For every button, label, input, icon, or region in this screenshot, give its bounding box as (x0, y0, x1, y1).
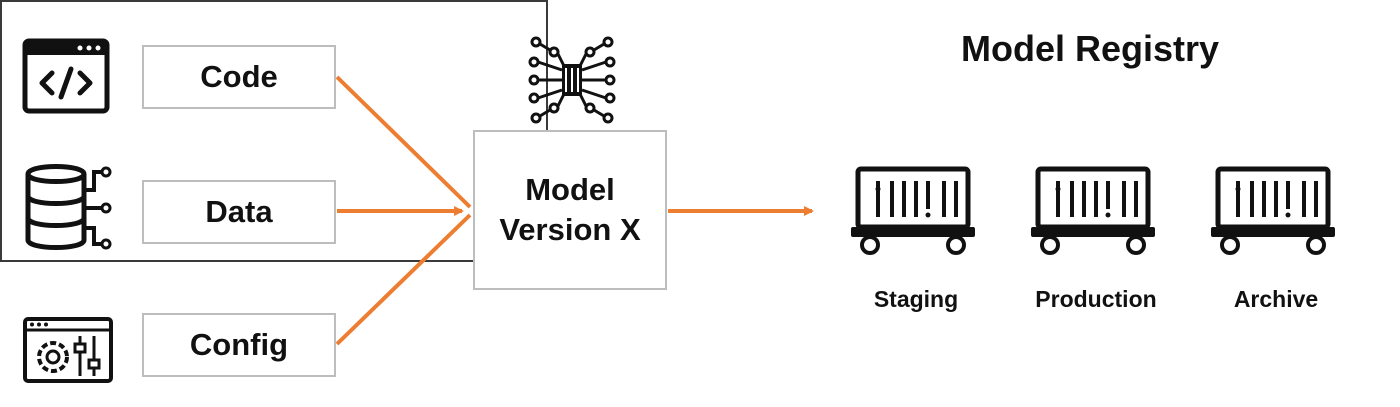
stage-label-production: Production (1035, 286, 1157, 312)
database-icon (25, 164, 112, 250)
container-cart-icon (1031, 166, 1155, 255)
config-input-box: Config (142, 313, 336, 377)
code-window-icon (22, 38, 110, 114)
settings-window-icon (23, 317, 113, 383)
stage-label-staging: Staging (873, 286, 959, 312)
registry-title: Model Registry (960, 28, 1220, 69)
model-version-box: Model Version X (473, 130, 667, 290)
config-label: Config (189, 327, 289, 362)
container-cart-icon (1211, 166, 1335, 255)
model-label-line1: Model (525, 172, 615, 207)
stage-label-archive: Archive (1233, 286, 1319, 312)
arrow-code-to-model (335, 75, 472, 209)
code-input-box: Code (142, 45, 336, 109)
container-cart-icon (851, 166, 975, 255)
arrow-config-to-model (335, 213, 472, 346)
data-input-box: Data (142, 180, 336, 244)
model-label-line2: Version X (499, 212, 641, 247)
neural-network-icon (528, 36, 616, 124)
data-label: Data (205, 194, 273, 229)
code-label: Code (200, 59, 278, 94)
